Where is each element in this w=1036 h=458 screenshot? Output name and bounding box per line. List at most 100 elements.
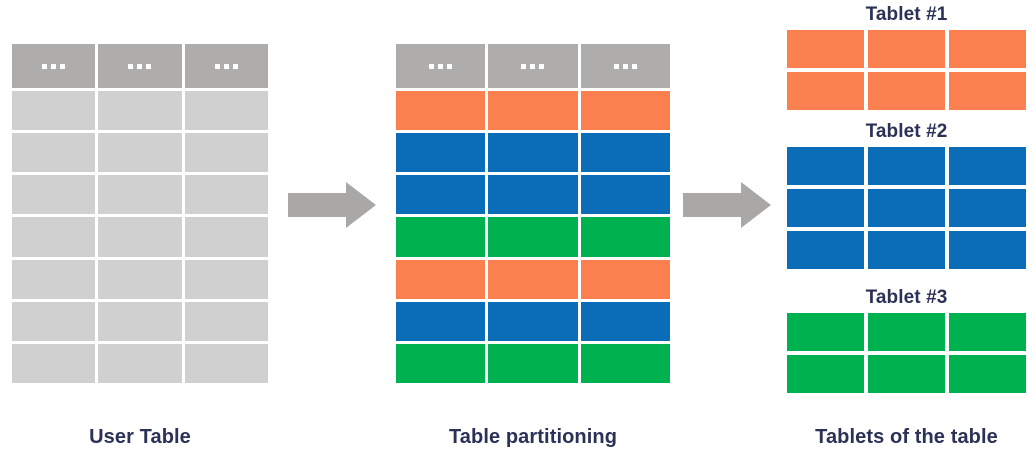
table-cell — [12, 301, 96, 341]
table-cell — [12, 259, 96, 299]
table-cell — [396, 175, 486, 215]
table-cell — [580, 133, 670, 173]
table-row — [12, 217, 268, 257]
table-row — [787, 30, 1026, 68]
partition-row-blue — [396, 133, 670, 173]
table-cell — [868, 72, 945, 110]
table-cell — [12, 217, 96, 257]
user-table-header-row — [12, 44, 268, 89]
table-cell — [580, 91, 670, 131]
table-cell — [488, 343, 578, 384]
table-header-cell — [98, 44, 182, 89]
table-cell — [98, 259, 182, 299]
caption-table-partitioning: Table partitioning — [448, 426, 618, 448]
table-cell — [488, 259, 578, 299]
table-cell — [868, 189, 945, 227]
table-cell — [868, 147, 945, 185]
table-cell — [12, 343, 96, 384]
table-row — [787, 189, 1026, 227]
table-cell — [98, 343, 182, 384]
table-header-cell — [580, 44, 670, 89]
table-cell — [787, 72, 864, 110]
table-header-cell — [396, 44, 486, 89]
table-row — [12, 343, 268, 384]
partition-row-orange — [396, 91, 670, 131]
table-cell — [787, 147, 864, 185]
table-cell — [580, 301, 670, 341]
table-row — [787, 147, 1026, 185]
table-cell — [98, 301, 182, 341]
caption-user-table: User Table — [89, 426, 191, 448]
ellipsis-icon — [128, 63, 152, 69]
table-cell — [12, 91, 96, 131]
table-cell — [396, 301, 486, 341]
table-cell — [396, 133, 486, 173]
table-cell — [488, 301, 578, 341]
table-cell — [949, 231, 1026, 269]
tablet-2-grid — [787, 147, 1026, 269]
table-row — [787, 72, 1026, 110]
table-header-cell — [12, 44, 96, 89]
table-row — [12, 133, 268, 173]
table-cell — [787, 189, 864, 227]
table-cell — [396, 259, 486, 299]
table-cell — [949, 355, 1026, 393]
table-cell — [488, 175, 578, 215]
table-header-row — [396, 44, 670, 89]
table-cell — [184, 301, 268, 341]
table-cell — [949, 72, 1026, 110]
partition-row-blue — [396, 301, 670, 341]
table-row — [12, 175, 268, 215]
table-cell — [949, 30, 1026, 68]
tablet-1-grid — [787, 30, 1026, 110]
table-cell — [787, 313, 864, 351]
partition-row-blue — [396, 175, 670, 215]
table-cell — [868, 313, 945, 351]
tablet-3-grid — [787, 313, 1026, 393]
table-row — [787, 231, 1026, 269]
table-cell — [98, 217, 182, 257]
tablet-1-block: Tablet #1 — [787, 3, 1026, 110]
table-cell — [396, 91, 486, 131]
table-cell — [488, 133, 578, 173]
table-cell — [580, 217, 670, 257]
caption-tablets-of-the-table: Tablets of the table — [815, 426, 998, 448]
table-cell — [580, 175, 670, 215]
table-cell — [868, 355, 945, 393]
tablet-2-title: Tablet #2 — [865, 121, 948, 142]
table-cell — [868, 231, 945, 269]
arrow-right-icon — [683, 180, 771, 230]
table-cell — [396, 343, 486, 384]
ellipsis-icon — [521, 63, 545, 69]
table-cell — [949, 313, 1026, 351]
ellipsis-icon — [429, 63, 453, 69]
table-cell — [184, 343, 268, 384]
table-cell — [787, 355, 864, 393]
table-row — [12, 91, 268, 131]
partition-row-green — [396, 343, 670, 384]
table-cell — [184, 217, 268, 257]
table-cell — [580, 343, 670, 384]
table-cell — [184, 259, 268, 299]
table-row — [787, 313, 1026, 351]
table-cell — [12, 133, 96, 173]
table-cell — [396, 217, 486, 257]
table-row — [787, 355, 1026, 393]
tablet-3-title: Tablet #3 — [865, 287, 948, 308]
ellipsis-icon — [42, 63, 66, 69]
table-cell — [949, 147, 1026, 185]
tablet-3-block: Tablet #3 — [787, 286, 1026, 393]
table-cell — [949, 189, 1026, 227]
table-cell — [98, 175, 182, 215]
table-header-cell — [184, 44, 268, 89]
table-cell — [184, 133, 268, 173]
table-cell — [98, 133, 182, 173]
ellipsis-icon — [613, 63, 637, 69]
partition-row-orange — [396, 259, 670, 299]
table-cell — [488, 91, 578, 131]
table-cell — [488, 217, 578, 257]
table-cell — [12, 175, 96, 215]
table-header-cell — [488, 44, 578, 89]
table-cell — [98, 91, 182, 131]
